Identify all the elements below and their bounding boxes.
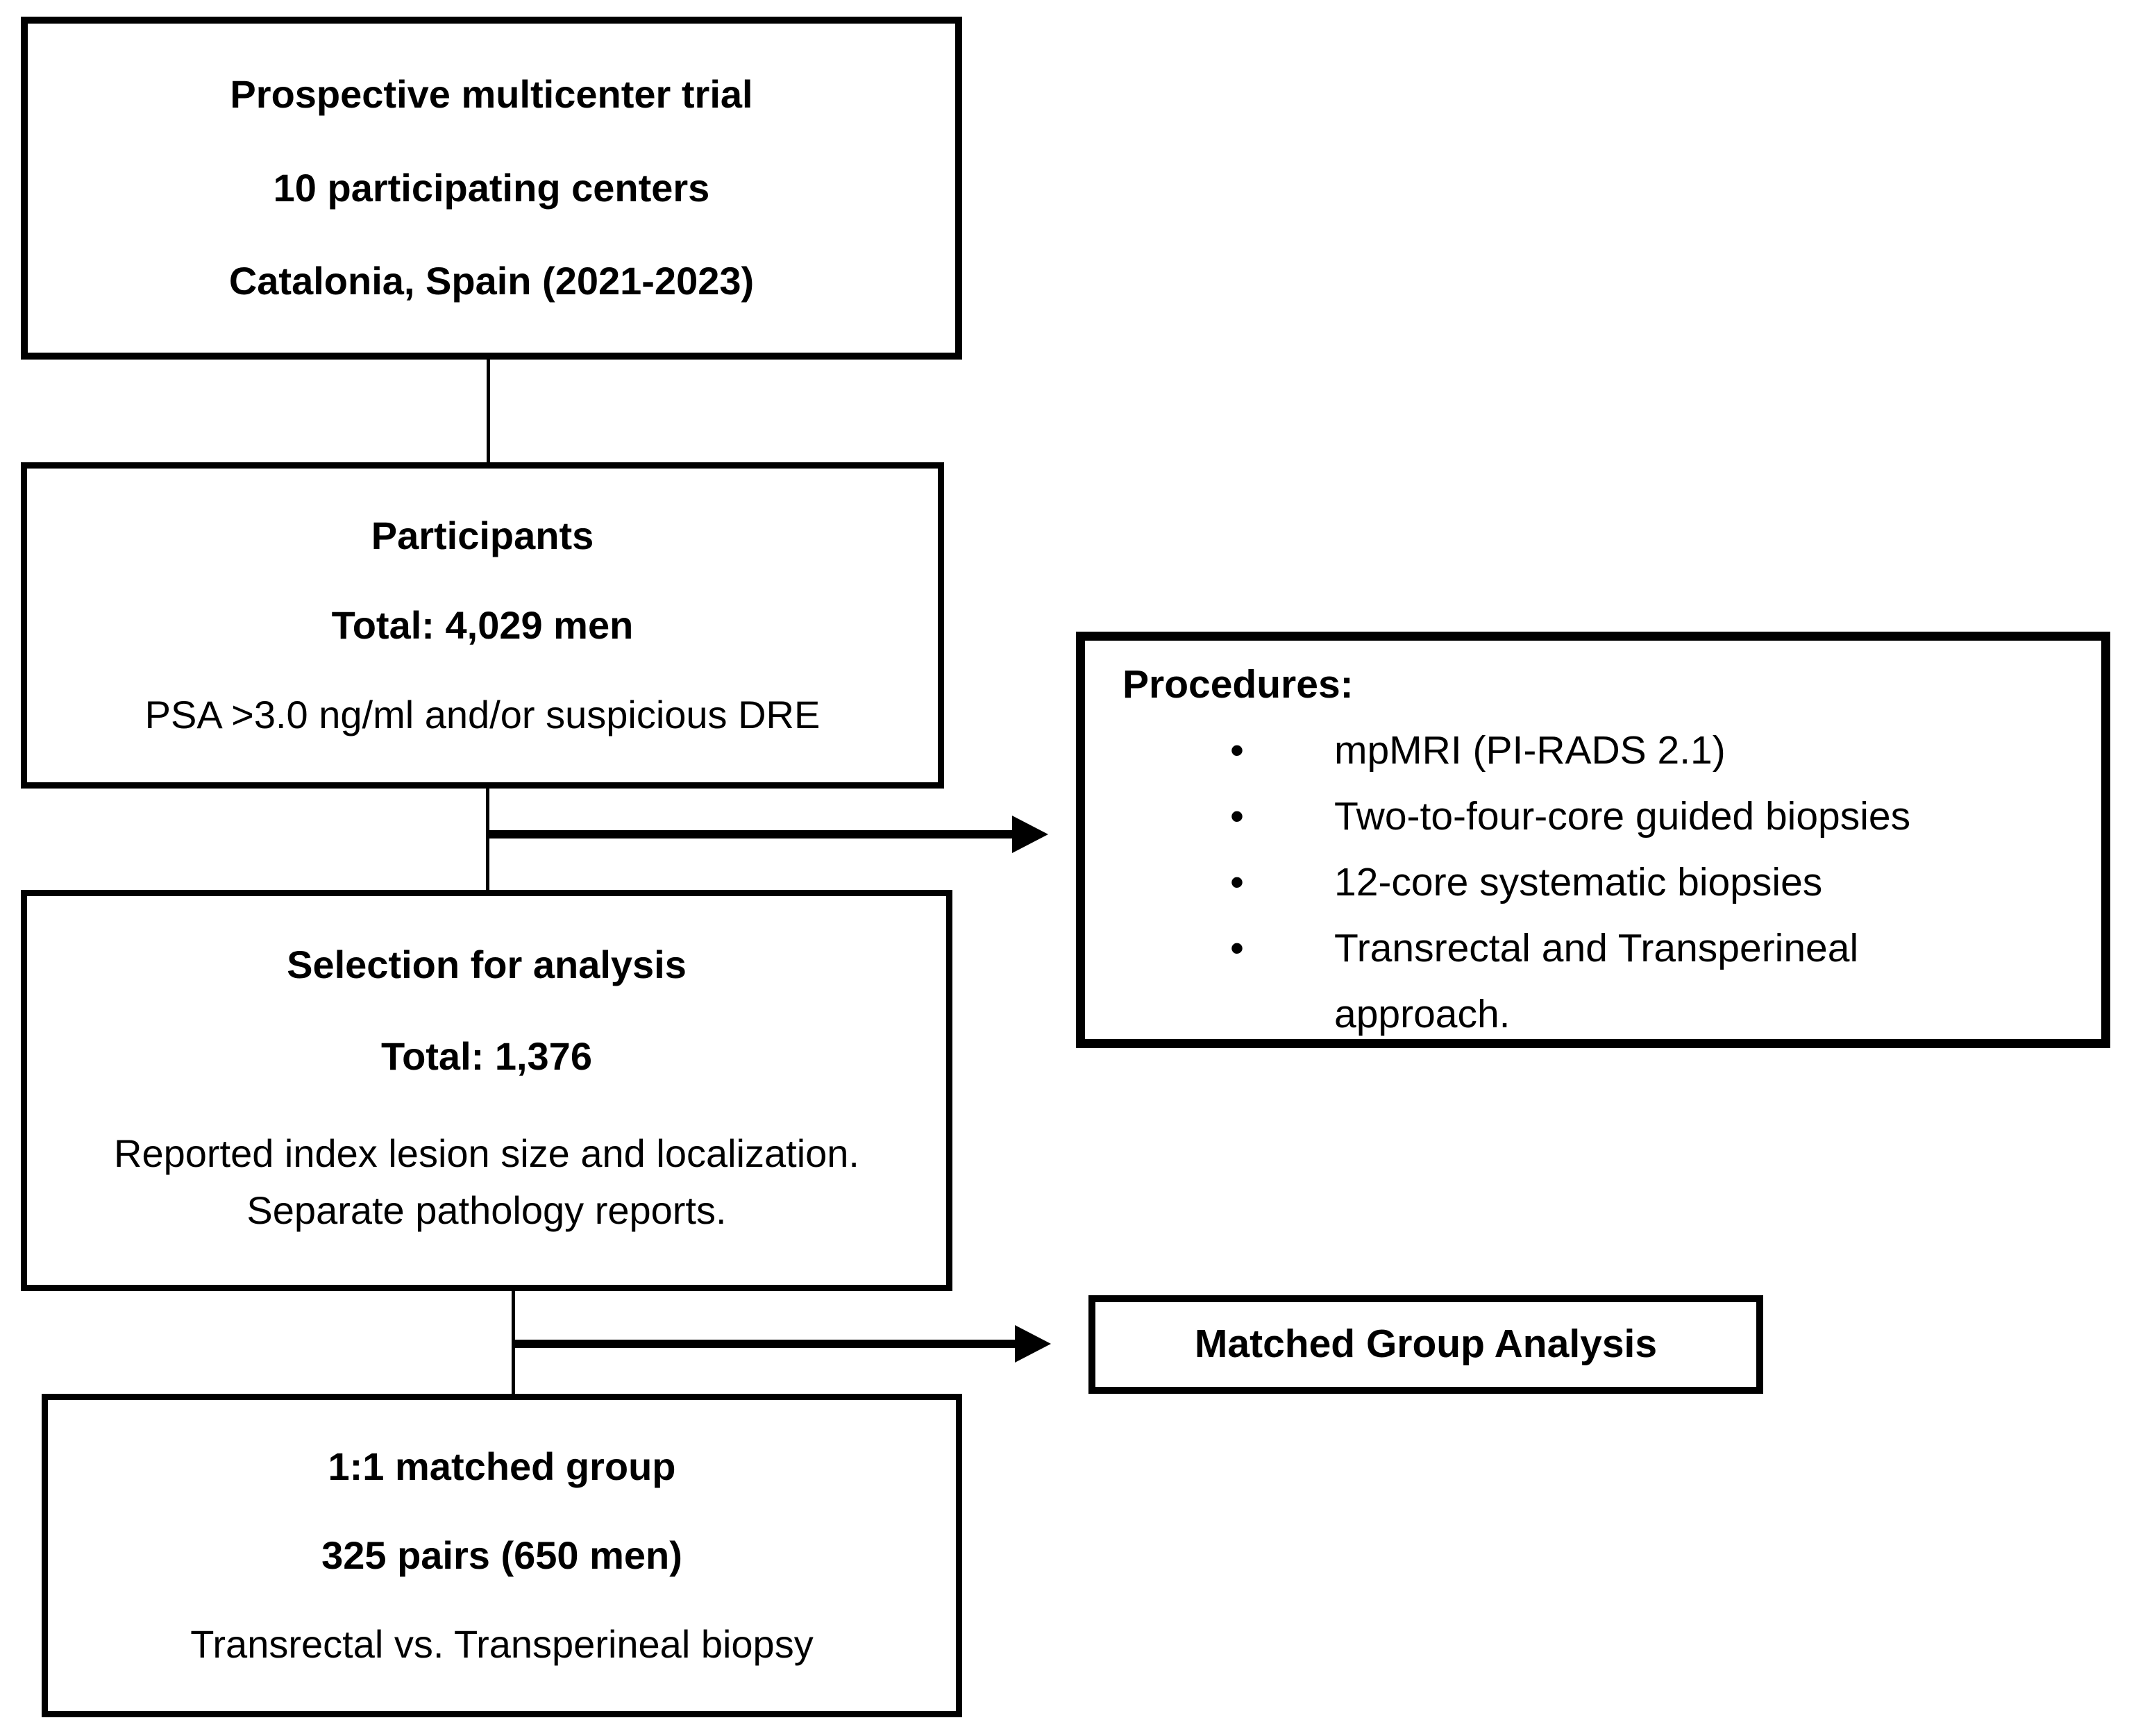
connector-participants-to-selection [486, 787, 489, 891]
arrow-to-procedures [488, 830, 1013, 838]
bullet-icon: • [1230, 728, 1244, 773]
selection-note-line-2: Separate pathology reports. [246, 1188, 727, 1232]
procedures-item: • Transrectal and Transperineal approach… [1230, 916, 2080, 1047]
trial-box: Prospective multicenter trial 10 partici… [21, 17, 962, 360]
connector-selection-to-matched-group [512, 1290, 515, 1395]
matched-group-box: 1:1 matched group 325 pairs (650 men) Tr… [42, 1394, 962, 1717]
connector-trial-to-participants [487, 358, 490, 464]
procedures-box: Procedures: • mpMRI (PI-RADS 2.1) • Two-… [1076, 632, 2110, 1048]
procedures-item: • mpMRI (PI-RADS 2.1) [1230, 718, 2080, 784]
selection-note-line-1: Reported index lesion size and localizat… [114, 1131, 859, 1176]
selection-title: Selection for analysis [287, 943, 687, 987]
arrow-to-matched-analysis [514, 1340, 1016, 1348]
procedures-item: • 12-core systematic biopsies [1230, 850, 2080, 916]
procedures-title: Procedures: [1122, 662, 1354, 707]
arrowhead-right-icon [1015, 1325, 1051, 1363]
procedures-item-label: Transrectal and Transperineal approach. [1334, 926, 1859, 1036]
selection-total: Total: 1,376 [381, 1034, 592, 1078]
selection-note: Reported index lesion size and localizat… [114, 1125, 859, 1238]
participants-criteria: PSA >3.0 ng/ml and/or suspicious DRE [144, 692, 821, 736]
trial-line-2: 10 participating centers [273, 165, 710, 210]
participants-total: Total: 4,029 men [331, 602, 634, 647]
procedures-item-label: mpMRI (PI-RADS 2.1) [1334, 728, 1726, 773]
trial-line-1: Prospective multicenter trial [230, 72, 753, 117]
bullet-icon: • [1230, 926, 1244, 970]
matched-analysis-box: Matched Group Analysis [1088, 1295, 1763, 1394]
procedures-item: • Two-to-four-core guided biopsies [1230, 784, 2080, 850]
matched-group-total: 325 pairs (650 men) [321, 1533, 682, 1577]
matched-group-note: Transrectal vs. Transperineal biopsy [190, 1621, 814, 1666]
procedures-item-label: Two-to-four-core guided biopsies [1334, 794, 1911, 838]
bullet-icon: • [1230, 794, 1244, 838]
arrowhead-right-icon [1012, 816, 1048, 853]
procedures-item-label: 12-core systematic biopsies [1334, 860, 1823, 904]
participants-title: Participants [371, 513, 594, 557]
trial-line-3: Catalonia, Spain (2021-2023) [228, 259, 755, 303]
bullet-icon: • [1230, 860, 1244, 904]
matched-analysis-title: Matched Group Analysis [1194, 1322, 1658, 1367]
matched-group-title: 1:1 matched group [328, 1444, 676, 1488]
selection-box: Selection for analysis Total: 1,376 Repo… [21, 890, 952, 1291]
participants-box: Participants Total: 4,029 men PSA >3.0 n… [21, 462, 944, 789]
